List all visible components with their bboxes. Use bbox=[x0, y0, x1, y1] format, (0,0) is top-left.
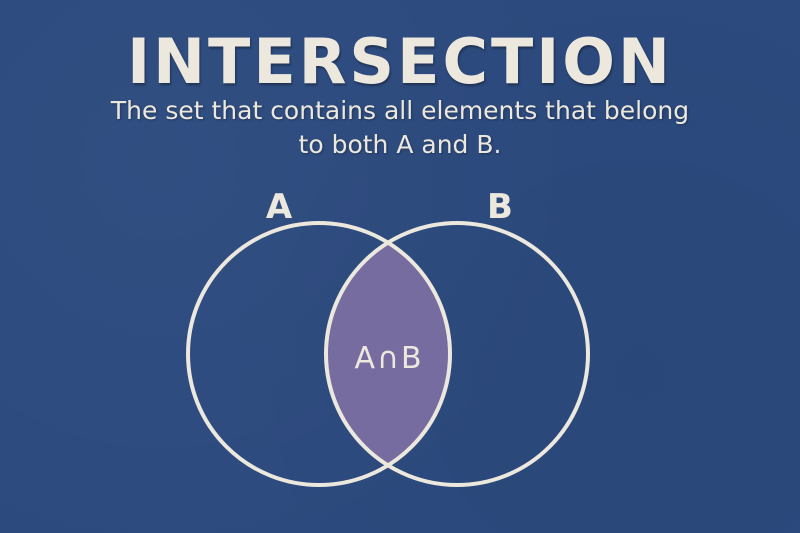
page-title: INTERSECTION bbox=[127, 25, 673, 98]
definition-line-1: The set that contains all elements that … bbox=[110, 96, 690, 125]
definition-text: The set that contains all elements that … bbox=[0, 94, 800, 162]
intersection-label: A∩B bbox=[354, 341, 423, 376]
set-a-circle bbox=[186, 221, 452, 487]
set-b-label: B bbox=[487, 187, 513, 227]
definition-line-2: to both A and B. bbox=[298, 130, 502, 159]
set-a-label: A bbox=[266, 187, 293, 227]
intersection-region bbox=[326, 223, 450, 485]
set-b-circle bbox=[324, 221, 590, 487]
